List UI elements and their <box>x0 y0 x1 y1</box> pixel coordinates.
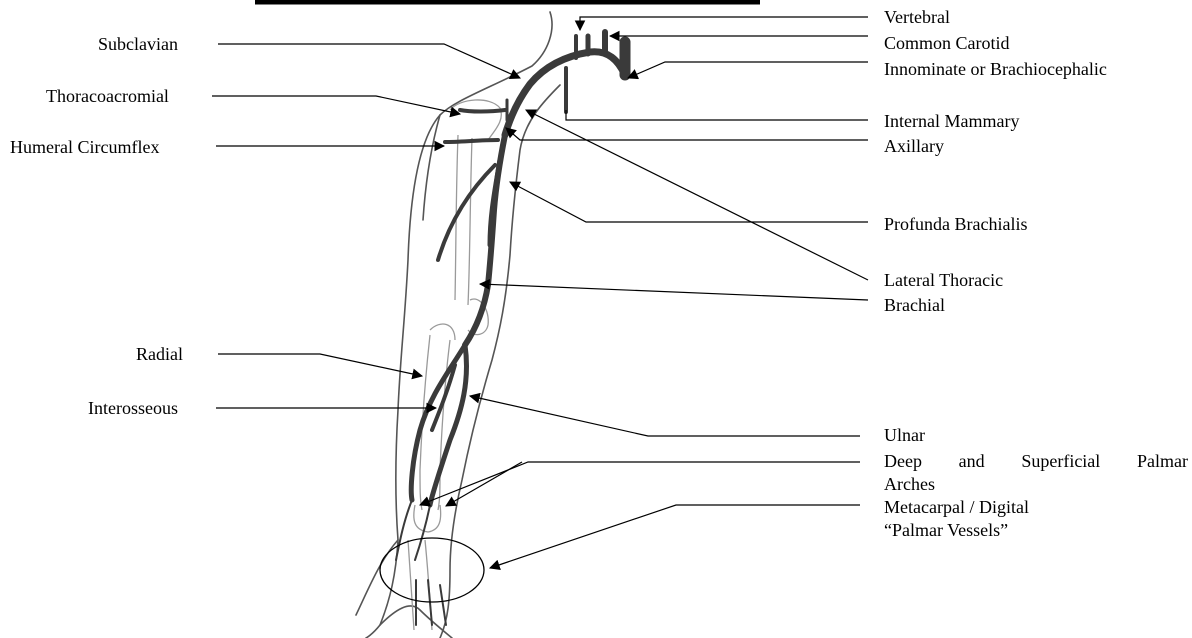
label-brachial: Brachial <box>884 295 945 315</box>
label-internal-mammary: Internal Mammary <box>884 111 1019 131</box>
leader-metacarpal <box>490 505 860 568</box>
leader-thoracoacromial <box>212 96 460 114</box>
label-palmar-vessels: “Palmar Vessels” <box>884 520 1008 540</box>
label-common-carotid: Common Carotid <box>884 33 1010 53</box>
label-palmar-arches-line1: Deep and Superficial Palmar <box>884 451 1188 471</box>
leader-internal-mammary <box>566 110 868 120</box>
palmar-word-2: and <box>959 451 985 471</box>
label-metacarpal-digital: Metacarpal / Digital <box>884 497 1029 517</box>
palmar-word-1: Deep <box>884 451 922 471</box>
leader-vertebral <box>580 17 868 30</box>
leader-profunda-brachialis <box>510 182 868 222</box>
leader-subclavian <box>218 44 520 78</box>
label-radial: Radial <box>136 344 183 364</box>
leader-axillary <box>506 128 868 140</box>
label-lateral-thoracic: Lateral Thoracic <box>884 270 1003 290</box>
leader-lateral-thoracic <box>526 110 868 280</box>
label-humeral-circumflex: Humeral Circumflex <box>10 137 159 157</box>
label-innominate: Innominate or Brachiocephalic <box>884 59 1107 79</box>
label-subclavian: Subclavian <box>98 34 178 54</box>
artery-tree <box>396 32 625 625</box>
leader-lines-left <box>212 44 520 408</box>
palmar-word-4: Palmar <box>1137 451 1188 471</box>
leader-innominate <box>628 62 868 78</box>
label-profunda-brachialis: Profunda Brachialis <box>884 214 1027 234</box>
label-thoracoacromial: Thoracoacromial <box>46 86 169 106</box>
palmar-word-3: Superficial <box>1021 451 1100 471</box>
label-vertebral: Vertebral <box>884 7 950 27</box>
label-axillary: Axillary <box>884 136 944 156</box>
leader-radial <box>218 354 422 376</box>
arm-outline <box>356 12 560 638</box>
label-palmar-arches-line2: Arches <box>884 474 935 494</box>
label-ulnar: Ulnar <box>884 425 925 445</box>
label-interosseous: Interosseous <box>88 398 178 418</box>
leader-palmar-arches-b <box>446 462 522 506</box>
leader-ulnar <box>470 396 860 436</box>
leader-brachial <box>480 284 868 300</box>
